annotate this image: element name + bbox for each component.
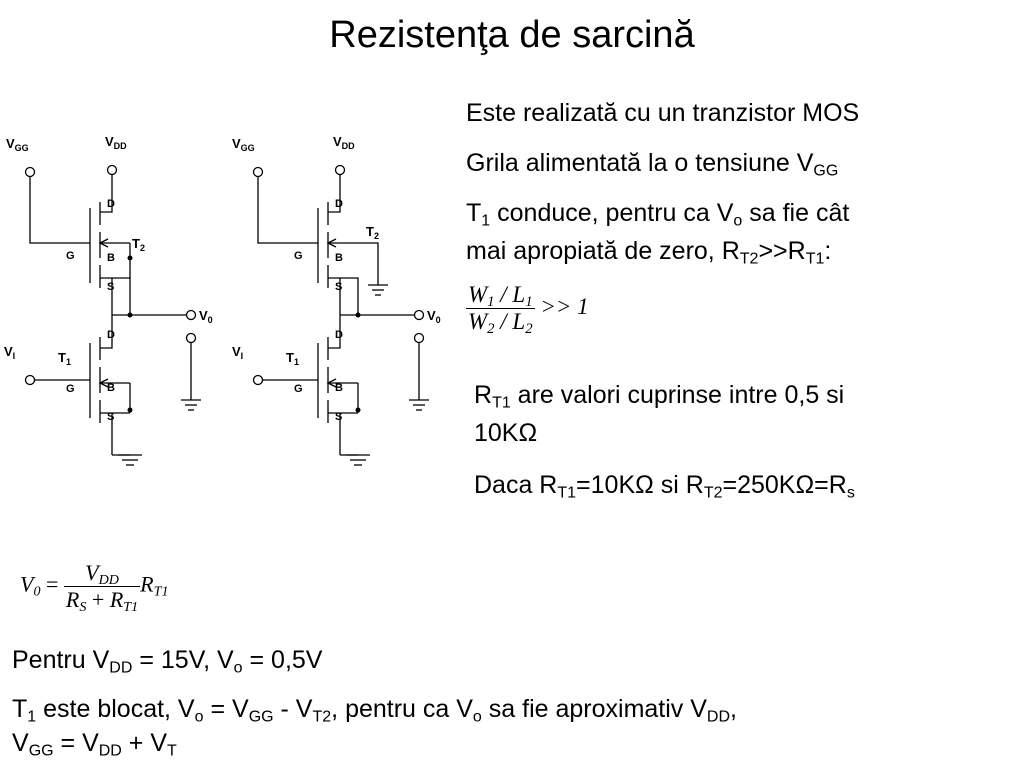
vdd-label-left: VDD (105, 134, 127, 151)
bullet-vgg: Grila alimentată la o tensiune VGG (466, 149, 839, 180)
vgg-wire-left (29, 177, 90, 244)
vo-label-left: V0 (199, 308, 213, 325)
vo-terminal-right (413, 309, 425, 321)
vi-terminal-right (252, 374, 264, 386)
t2-body-label-left: B (107, 252, 115, 264)
circuit-left: VGG G VDD D B S T2 V0 (4, 134, 213, 466)
pentru-line: Pentru VDD = 15V, Vo = 0,5V (12, 646, 323, 677)
bullet-mos: Este realizată cu un tranzistor MOS (466, 99, 860, 127)
vgg-sum-line: VGG = VDD + VT (12, 729, 177, 760)
bullet-t1-conduce-line2: mai apropiată de zero, RT2>>RT1: (466, 237, 832, 268)
t1-body-label-right: B (335, 382, 343, 394)
rt1-range-line2: 10KΩ (474, 419, 538, 447)
t2-drain-label-left: D (107, 198, 115, 210)
t2-gate-label-left: G (66, 250, 75, 262)
t2-body-label-right: B (335, 252, 343, 264)
vdd-label-right: VDD (333, 134, 355, 151)
vgg-label-left: VGG (6, 136, 29, 153)
t1-gate-label-right: G (294, 383, 303, 395)
vdd-terminal-left (106, 164, 118, 176)
vgg-terminal-right (252, 166, 264, 178)
t2-label-right: T2 (366, 224, 379, 241)
t1-drain-label-right: D (335, 329, 343, 341)
circuit-diagram: VGG G VDD D B S T2 V0 (4, 134, 441, 466)
blocat-line: T1 este blocat, Vo = VGG - VT2, pentru c… (12, 695, 737, 726)
vo-terminal-left (185, 309, 197, 321)
vi-terminal-left (24, 374, 36, 386)
v0-formula: V0 = VDD RS + RT1 RT1 (20, 560, 169, 615)
t1-body-label-left: B (107, 382, 115, 394)
t1-drain-label-left: D (107, 329, 115, 341)
t1-source-label-right: S (335, 411, 342, 423)
t1-gate-label-left: G (66, 383, 75, 395)
t2-label-left: T2 (132, 236, 145, 253)
vgg-terminal-left (24, 166, 36, 178)
vgg-label-right: VGG (232, 136, 255, 153)
vi-label-left: VI (4, 344, 15, 361)
t2-drain-label-right: D (335, 198, 343, 210)
daca-values: Daca RT1=10KΩ si RT2=250KΩ=Rs (474, 471, 855, 502)
vdd-terminal-right (334, 164, 346, 176)
vi-label-right: VI (232, 344, 243, 361)
t2-source-label-left: S (107, 281, 114, 293)
t2-source-label-right: S (335, 281, 342, 293)
t2-gate-label-right: G (294, 250, 303, 262)
rt1-range: RT1 are valori cuprinse intre 0,5 si (474, 381, 845, 412)
circuit-right: VGG G VDD D B S T2 V0 (232, 134, 441, 466)
slide-title: Rezistenţa de sarcină (329, 14, 695, 56)
vo-label-right: V0 (427, 308, 441, 325)
t1-label-right: T1 (286, 350, 299, 367)
wl-ratio-formula: W1 / L1 W2 / L2 >> 1 (466, 282, 589, 338)
t1-label-left: T1 (58, 350, 71, 367)
t1-source-label-left: S (107, 411, 114, 423)
bullet-t1-conduce: T1 conduce, pentru ca Vo sa fie cât (466, 199, 850, 230)
